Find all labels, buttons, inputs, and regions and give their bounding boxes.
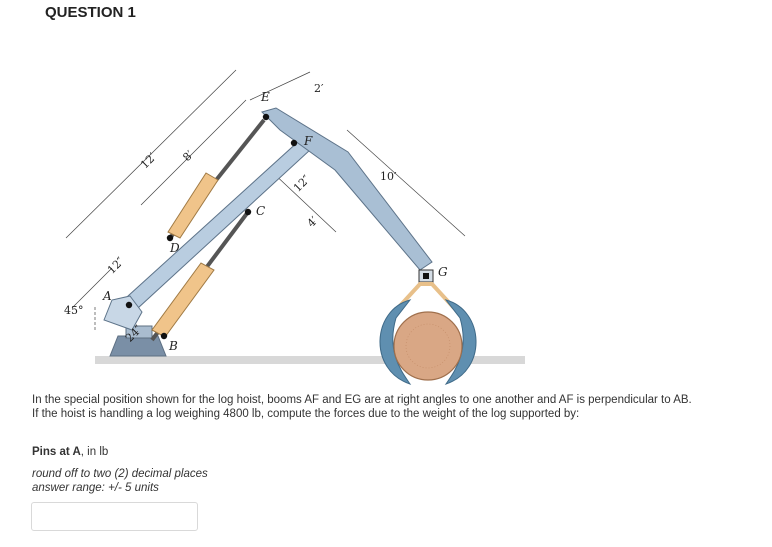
log-hoist-diagram: A B C D E F G 45° 12′ 8′ 2′ 10′ 4′ 12″ 1… — [64, 69, 525, 385]
pins-label: Pins at A — [32, 446, 81, 458]
label-dim-12ft: 12′ — [138, 150, 159, 171]
tong-links — [396, 282, 456, 310]
label-dim-12in-a: 12″ — [105, 255, 127, 277]
pin-b — [160, 332, 168, 340]
log-ring — [405, 323, 451, 369]
pin-a — [125, 301, 133, 309]
label-e: E — [260, 90, 270, 104]
label-a: A — [102, 289, 112, 303]
pedestal — [109, 335, 167, 357]
label-f: F — [303, 134, 313, 148]
label-angle: 45° — [64, 304, 84, 317]
tong-left — [379, 299, 412, 385]
log — [393, 311, 463, 381]
problem-statement: In the special position shown for the lo… — [32, 393, 760, 421]
label-d: D — [169, 241, 180, 255]
pin-c — [244, 208, 252, 216]
label-dim-2ft: 2′ — [314, 82, 324, 95]
label-dim-8ft: 8′ — [180, 148, 196, 164]
boom-eg — [261, 107, 433, 271]
answer-input[interactable] — [31, 502, 198, 531]
problem-line-2: If the hoist is handling a log weighing … — [32, 408, 580, 420]
pins — [125, 113, 298, 340]
pin-g — [423, 273, 429, 279]
question-title: QUESTION 1 — [45, 4, 136, 21]
label-dim-10ft: 10′ — [380, 170, 397, 183]
note-range: answer range: +/- 5 units — [32, 482, 159, 494]
note-rounding: round off to two (2) decimal places — [32, 468, 208, 480]
answer-notes: round off to two (2) decimal places answ… — [32, 467, 208, 495]
pin-e — [262, 113, 270, 121]
pins-unit: , in lb — [80, 446, 109, 458]
label-g: G — [438, 265, 448, 279]
log-hoist-figure: A B C D E F G 45° 12′ 8′ 2′ 10′ 4′ 12″ 1… — [0, 60, 772, 390]
label-dim-4ft: 4′ — [305, 214, 321, 230]
label-dim-12in-b: 12″ — [291, 173, 313, 195]
pins-prompt: Pins at A, in lb — [32, 446, 108, 458]
ground — [95, 356, 525, 364]
dimension-lines — [65, 69, 466, 330]
tong-right — [444, 299, 477, 385]
pin-d — [166, 234, 174, 242]
upper-cylinder — [167, 172, 219, 239]
label-b: B — [168, 339, 178, 353]
lower-cylinder — [151, 262, 215, 338]
pin-f — [290, 139, 298, 147]
problem-line-1: In the special position shown for the lo… — [32, 394, 692, 406]
label-c: C — [256, 204, 265, 218]
joint-a-block — [103, 295, 143, 331]
